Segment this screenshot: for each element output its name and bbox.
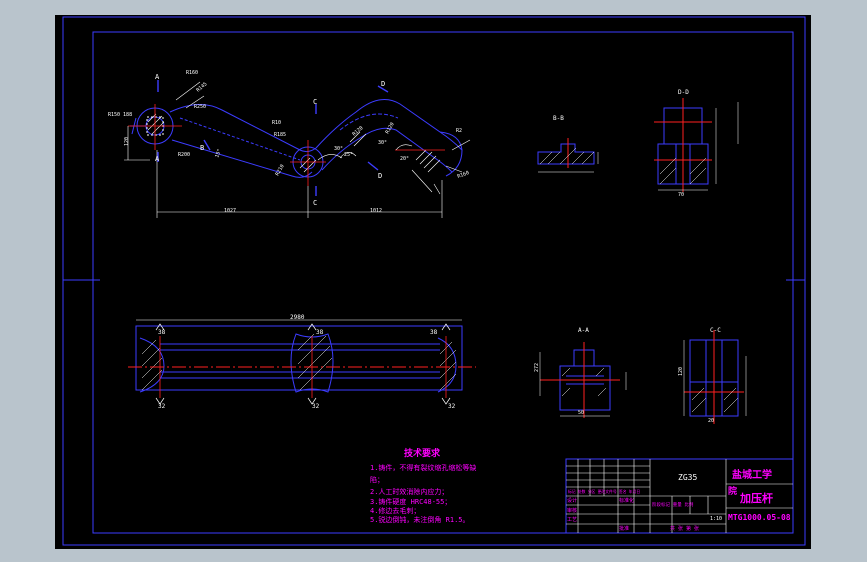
title-material: ZG35 [678,473,697,482]
dim-ang20: 20° [400,156,409,162]
note-line-3: 2.人工时效消除内应力； [370,487,448,496]
note-line-1: 1.铸件，不得有裂纹缩孔缩松等缺 [370,463,476,472]
title-design: 设计 [567,497,577,504]
dimensions-main-view [124,81,471,218]
lever-top-view [135,325,463,393]
dim-r160: R160 [186,70,198,76]
hatch-dd [659,157,707,185]
dim-r10: R10 [272,120,281,126]
dimension-texts-main: R160 R145 R150 188 R250 R10 R185 R200 R2… [108,70,470,214]
note-line-2: 陷； [370,475,384,484]
title-scale: 1:10 [710,516,722,522]
dim-angle-left: 38 [158,329,166,336]
dim-ang30-a: 30° [334,146,343,152]
note-line-4: 3.铸件硬度 HRC48-55； [370,497,451,506]
dim-angle-right: 38 [430,329,438,336]
note-line-6: 5.锐边倒钝，未注倒角 R1.5。 [370,515,470,524]
dim-r120-right: R120 [385,122,396,135]
title-block [565,458,794,534]
title-part-name: 加压杆 [739,491,773,505]
title-drawing-no: MTG1000.05-08 [728,513,791,522]
title-school-suffix: 院 [728,485,737,497]
cut-label-a-bottom: A [155,155,160,163]
note-line-5: 4.修边去毛刺； [370,506,420,515]
section-title-cc: C-C [710,327,721,334]
dim-h-right: 32 [448,403,456,410]
title-check: 审核 [567,507,577,514]
dim-r185: R185 [274,132,286,138]
dim-r2: R2 [456,128,462,134]
dim-len-1: 1027 [224,208,236,214]
title-stage-mark: 阶段标记 重量 比例 [652,501,694,508]
section-dd [654,98,739,192]
dim-d120: 120 [124,137,130,146]
cut-label-a-top: A [155,73,160,81]
outer-frame [62,16,806,546]
dim-aa-bottom: 50 [578,410,584,416]
title-approve: 批准 [619,525,629,532]
title-block-texts: ZG35 盐城工学 院 加压杆 MTG1000.05-08 1:10 共 张 第… [567,468,791,532]
dim-ang25: 25° [344,152,353,158]
cut-label-d-top: D [381,80,385,88]
cut-label-c-bottom: C [313,199,317,207]
dim-dd-bottom: 70 [678,192,684,198]
dim-r200: R200 [178,152,190,158]
dim-h-mid: 32 [312,403,320,410]
inner-frame [92,31,794,534]
cut-label-c-top: C [313,98,317,106]
title-process: 工艺 [567,517,577,523]
dim-aa-left: 272 [534,363,540,372]
dim-angle-mid: 38 [316,329,324,336]
dim-r250: R250 [194,104,206,110]
hatch-aa [561,367,607,397]
top-view-dim-texts: 2980 38 38 38 32 32 32 [158,314,456,410]
section-aa [539,342,627,418]
cut-label-b: B [200,144,204,152]
cut-label-d-bottom: D [378,172,382,180]
dim-len-3: 2980 [290,314,305,321]
title-school: 盐城工学 [732,468,772,481]
notes-list: 1.铸件，不得有裂纹缩孔缩松等缺 陷； 2.人工时效消除内应力； 3.铸件硬度 … [370,463,476,524]
section-bb [537,138,599,173]
section-cc [683,330,747,424]
section-title-dd: D-D [678,89,689,96]
top-view-vertical-centers [159,336,447,398]
drawing-sheet [55,15,811,549]
dim-ang15: 15° [214,148,223,159]
dim-r210: R210 [275,164,286,177]
hatch-bb [539,147,595,165]
dim-ang30-b: 30° [378,140,387,146]
dim-r160-right: R160 [457,170,470,180]
roughness-symbols [155,323,451,405]
dim-len-2: 1012 [370,208,382,214]
dim-h-left: 32 [158,403,166,410]
dim-cc-bottom: 20 [708,418,714,424]
title-sheet-info: 共 张 第 张 [670,525,699,532]
centerlines-main-view [128,104,445,186]
section-title-aa: A-A [578,327,589,334]
title-std: 标准化 [619,497,634,504]
hatch-cc [691,387,739,413]
dim-r150-188: R150 188 [108,112,132,118]
section-cut-lines [157,80,389,196]
dim-cc-left: 120 [678,367,684,376]
section-title-bb: B-B [553,115,564,122]
title-revision: 标记 处数 分区 更改文件号 签名 年月日 [568,489,640,494]
notes-heading: 技术要求 [404,447,441,459]
